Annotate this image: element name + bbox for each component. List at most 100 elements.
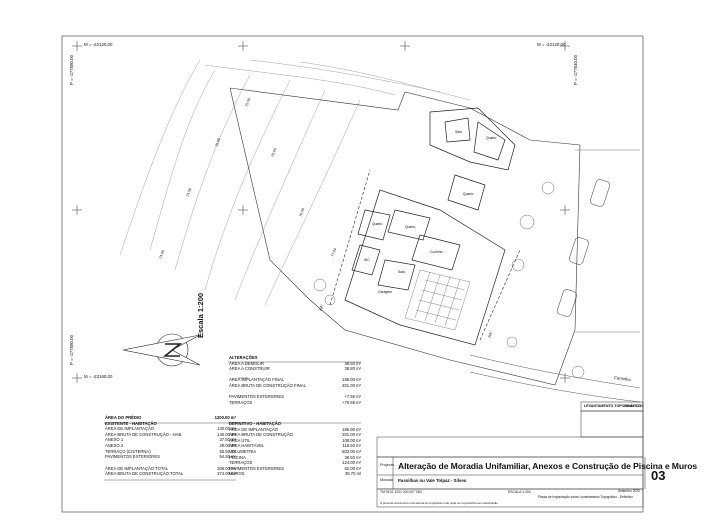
row-value: 38.80 m² (344, 366, 361, 372)
grid-crosses (72, 41, 570, 383)
row-label: ÁREA DE IMPLANTAÇÃO (105, 426, 155, 432)
plan-scale-label: Escala 1:200 (196, 292, 205, 338)
table-row: ÁREA DE IMPLANTAÇÃO 186.00 m² (229, 427, 361, 433)
row-label: ÁREA BRUTA DE CONSTRUÇÃO FINAL (229, 382, 306, 388)
coord-top-left-m: M = -22120,00 (84, 42, 113, 47)
row-label: PAVIMENTOS EXTERIORES (105, 454, 160, 460)
existente-title: EXISTENTE - HABITAÇÃO (105, 420, 157, 426)
main-house (344, 189, 506, 346)
room-label: Cozinha (430, 250, 443, 254)
projecto-label: Projecto (380, 463, 394, 467)
row-label: TERRAÇOS (229, 460, 253, 466)
coord-bottom-left-p: P = -277580,00 (69, 334, 74, 365)
table-row: ÁREA A CONSTRUIR 38.80 m² (229, 366, 361, 372)
existente-table: ÁREA DO PRÉDIO 1200.00 m² EXISTENTE - HA… (105, 415, 236, 477)
footnote: O presente documento é da autoria do pro… (380, 501, 499, 505)
table-row: ÁREA BRUTA DE CONSTRUÇÃO - HAB. 140.00 m² (105, 432, 236, 438)
table-row: PAVIMENTOS EXTERIORES 62.00 m² (229, 466, 361, 472)
road (469, 354, 641, 403)
project-title: Alteração de Moradia Unifamiliar, Anexos… (398, 461, 698, 471)
row-label: ÁREA HABITÁVEL (229, 443, 265, 449)
table-row: ÁREA IMPLANTAÇÃO FINAL 186.00 m² (229, 377, 361, 383)
row-label: ÁREA DE IMPLANTAÇÃO (229, 426, 279, 432)
site-boundary (229, 87, 640, 386)
annex-buildings (429, 107, 516, 211)
row-value: 37.50 m² (219, 437, 236, 443)
row-label: VOLUMETRIA (229, 448, 257, 454)
coord-top-right-p: P = -277640,00 (573, 54, 578, 85)
row-label: ÁREA ÚTIL (229, 437, 251, 443)
row-value: 603.00 m³ (342, 448, 361, 454)
table-row: ÁREA BRUTA DE CONSTRUÇÃO TOTAL 374.00 m² (105, 471, 236, 477)
row-label: ÁREA A DEMOLIR (229, 360, 264, 366)
table-row: ÁREA DE IMPLANTAÇÃO 140.00 m² (105, 426, 236, 432)
table-row: PAVIMENTOS EXTERIORES 54.50 m² (105, 454, 236, 460)
morada-label: Morada (380, 478, 393, 482)
room-label: Sala (398, 270, 405, 274)
table-row: TERRAÇOS 124.00 m² (229, 460, 361, 466)
parked-cars (557, 179, 610, 317)
tel-number: TM 9102 1201 000 007 063 (380, 490, 422, 494)
survey-scale: Escala 1:200 (624, 404, 644, 408)
area-predio-value: 1200.00 m² (214, 415, 236, 420)
row-value: 140.00 m² (217, 431, 236, 437)
table-row: ÁREA A DEMOLIR 38.50 m² (229, 361, 361, 367)
sheet-border (61, 35, 644, 513)
row-value: 206.00 m² (217, 465, 236, 471)
row-label: ÁREA IMPLANTAÇÃO FINAL (229, 377, 285, 383)
table-row: ANEXO 1 37.50 m² (105, 437, 236, 443)
coord-bottom-left-m: M = -22160,00 (84, 374, 113, 379)
row-label: ÁREA A CONSTRUIR (229, 366, 270, 372)
row-label: MUROS (229, 471, 245, 477)
row-value: 201.00 m² (342, 382, 361, 388)
definitivo-table: DEFINITIVO - HABITAÇÃO ÁREA DE IMPLANTAÇ… (229, 421, 361, 477)
room-label: Quarto (463, 192, 474, 196)
area-predio-row: ÁREA DO PRÉDIO 1200.00 m² (105, 415, 236, 421)
area-predio-label: ÁREA DO PRÉDIO (105, 415, 142, 420)
row-label: PAVIMENTOS EXTERIORES (229, 465, 284, 471)
row-value: 54.50 m² (219, 454, 236, 460)
row-label: ANEXO 1 (105, 437, 124, 443)
table-row: ÁREA BRUTA DE CONSTRUÇÃO FINAL 201.00 m² (229, 383, 361, 389)
row-value: 62.00 m² (344, 465, 361, 471)
room-label: Quarto (486, 136, 497, 140)
drawing-scale: ESCALA 1:200 (508, 490, 531, 494)
survey-header: LEVANTAMENTO TOPOGRÁFICO (584, 404, 642, 408)
row-value: 186.00 m² (342, 426, 361, 432)
row-value: +7.56 m² (344, 394, 361, 400)
row-value: 39.70 ml (344, 471, 361, 477)
row-value: 140.00 m² (217, 426, 236, 432)
section-lines (329, 169, 521, 341)
row-label: ÁREA DE IMPLANTAÇÃO TOTAL (105, 465, 169, 471)
trees (313, 181, 585, 379)
sheet-number: 03 (651, 468, 666, 483)
room-label: Quarto (405, 225, 416, 229)
table-lines (104, 361, 361, 481)
row-label: ÁREA BRUTA DE CONSTRUÇÃO TOTAL (105, 471, 184, 477)
row-label: ÁREA BRUTA DE CONSTRUÇÃO - HAB. (105, 431, 183, 437)
table-row: TERRAÇO (CISTERNA)55.50 m² (105, 449, 236, 455)
alteracoes-title: ALTERAÇÕES (229, 355, 258, 360)
row-value: 374.00 m² (217, 471, 236, 477)
room-label: Sala (455, 130, 462, 134)
row-label: ANEXO 2 (105, 442, 124, 448)
row-value: 38.50 m² (344, 454, 361, 460)
room-label: Garagem (378, 290, 393, 294)
north-arrow-icon (122, 333, 201, 367)
project-address: Passilhas ou Vale Tolpaz - Silves (398, 478, 467, 483)
row-value: 38.50 m² (344, 360, 361, 366)
row-value: 201.00 m² (342, 432, 361, 438)
row-value: 186.00 m² (342, 377, 361, 383)
row-value: 124.00 m² (342, 460, 361, 466)
row-value: 108.00 m² (342, 437, 361, 443)
contour-lines (119, 59, 471, 306)
coord-top-left-p: P = -277580,00 (69, 54, 74, 85)
row-value: 55.50 m² (219, 448, 236, 454)
title-block-frame (376, 401, 646, 508)
table-row: ÁREA ÚTIL 108.00 m² (229, 438, 361, 444)
